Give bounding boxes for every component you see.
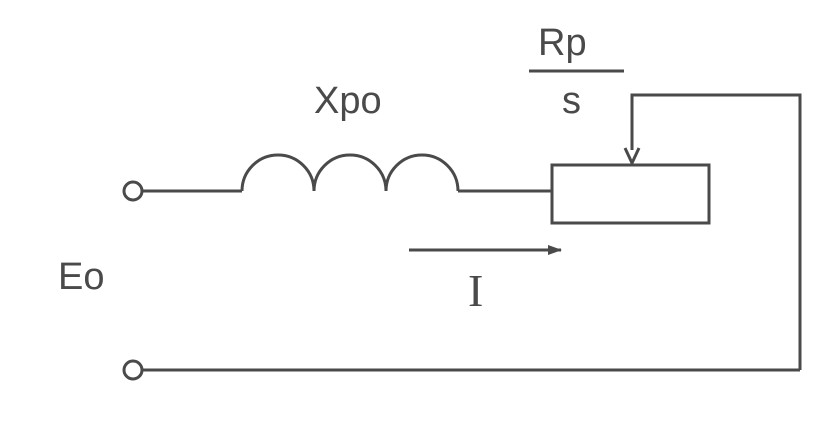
resistor-numerator-label: Rp: [538, 22, 587, 64]
inductor-coil: [240, 153, 460, 192]
current-label: I: [468, 265, 484, 316]
source-label: Eo: [58, 256, 105, 298]
bottom-terminal: [122, 359, 144, 381]
top-terminal: [122, 180, 144, 202]
resistor-denominator-label: s: [562, 80, 581, 122]
inductor-label: Xpo: [314, 80, 382, 122]
resistor-wiper-wire: [630, 93, 802, 370]
resistor-body: [550, 163, 711, 225]
wiper-arrow-icon: [623, 147, 641, 167]
